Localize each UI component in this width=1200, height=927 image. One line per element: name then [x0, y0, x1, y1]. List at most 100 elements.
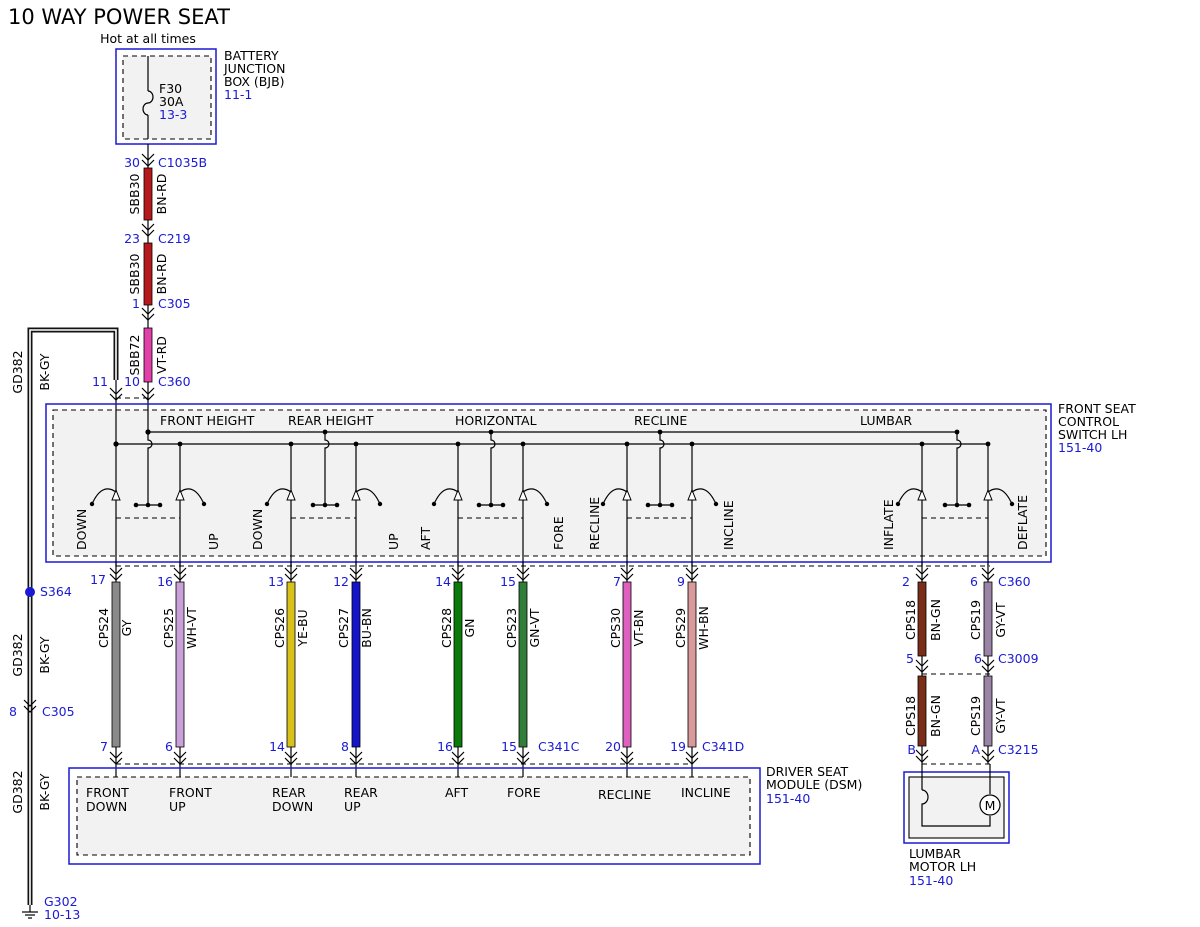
diagram-title: 10 WAY POWER SEAT [8, 5, 230, 29]
connector-chevron [685, 573, 699, 581]
splice-label: S364 [40, 584, 72, 599]
lumbar-connector-bottom: C3215 [998, 742, 1039, 757]
switch-pivot-icon [286, 488, 296, 501]
ground-inline-pin: 8 [9, 704, 17, 719]
wire-cps24 [109, 562, 123, 778]
switch-arm [179, 488, 205, 505]
wire-body-wh-vt [175, 581, 185, 748]
section-power-hop [147, 432, 153, 505]
lumbar-1-circuit-b: CPS18 [903, 696, 918, 736]
connector-chevron [284, 573, 298, 581]
dsm-input-aft: AFT [445, 785, 469, 800]
wire-5-color: GN [462, 618, 477, 637]
ground-circuit-2: GD382 [10, 633, 25, 676]
switch-section-1 [89, 429, 207, 566]
lumbar-wire-cps19 [981, 562, 995, 764]
switch-arm [522, 488, 548, 505]
fixed-contact [488, 502, 494, 508]
lumbar-2-color-b: GY-VT [993, 698, 1008, 734]
connector-chevron [516, 567, 530, 575]
wire-5-pin-top: 14 [435, 574, 451, 589]
connector-chevron [109, 751, 123, 759]
wire-body-wh-bn [687, 581, 697, 748]
wire-6-connector-bottom: C341C [538, 739, 580, 754]
wire-cps23 [516, 562, 530, 778]
switch-name-1: FRONT SEAT [1058, 401, 1136, 416]
lumbar-1-pin-mid: 5 [906, 651, 914, 666]
wire-5-circuit: CPS28 [439, 608, 454, 648]
switch-ref: 151-40 [1058, 440, 1102, 455]
wire-3-pin-top: 13 [268, 574, 284, 589]
connector-chevron-c1035b-b [141, 159, 155, 167]
switch-fill [53, 410, 1046, 556]
feed-color-1: BN-RD [154, 174, 169, 215]
switch-section-2 [264, 429, 383, 566]
fixed-contact [645, 502, 651, 508]
connector-chevron [516, 757, 530, 765]
dsm-input-rear-up-1: REAR [344, 785, 378, 800]
lumbar-1-color-b: BN-GN [928, 695, 943, 737]
switch-contact [377, 501, 383, 507]
wire-cps30 [620, 562, 634, 778]
connector-chevron [620, 751, 634, 759]
wire-7-color: VT-BN [631, 609, 646, 646]
switch-pivot-icon [687, 488, 697, 501]
connector-chevron [516, 751, 530, 759]
switch-contact [895, 501, 901, 507]
pos-rear-up: UP [386, 533, 401, 550]
connector-chevron [349, 757, 363, 765]
wire-body-gy [111, 581, 121, 748]
wire-sbb30-segment-2 [143, 242, 153, 306]
bjb-inner-border [122, 55, 212, 140]
switch-contact [431, 501, 437, 507]
pos-deflate: DEFLATE [1015, 495, 1030, 550]
lumbar-motor-name-1: LUMBAR [909, 846, 961, 861]
connector-chevron-c360-power-b [141, 393, 155, 401]
pos-aft: AFT [418, 526, 433, 550]
connector-chevron [109, 573, 123, 581]
switch-outline [45, 403, 1052, 563]
motor-icon [979, 794, 1001, 816]
connector-chevron [685, 757, 699, 765]
ground-bus-node [113, 441, 119, 447]
switch-contacts [89, 429, 1015, 566]
section-power-hop [659, 432, 665, 505]
ground-inline-connector: C305 [42, 704, 75, 719]
switch-contact [201, 501, 207, 507]
connector-chevron [981, 665, 995, 673]
feed-pin-2: 23 [124, 231, 140, 246]
motor-symbol: M [985, 798, 996, 813]
connector-chevron-c360-ground-b [109, 393, 123, 401]
switch-section-4 [600, 429, 719, 566]
dsm-name-1: DRIVER SEAT [766, 764, 849, 779]
dsm-input-front-down-1: FRONT [86, 785, 129, 800]
switch-contact [264, 501, 270, 507]
wire-2-circuit: CPS25 [161, 608, 176, 648]
power-bus-node [954, 429, 960, 435]
switch-arm [897, 488, 923, 505]
ground-bus-node [689, 441, 695, 447]
switch-pivot-icon [518, 488, 528, 501]
connector-chevron [685, 751, 699, 759]
dsm-input-rear-down-2: DOWN [272, 799, 313, 814]
wire-8-pin-top: 9 [677, 574, 685, 589]
pos-front-down: DOWN [74, 509, 89, 550]
feed-pin-3: 1 [132, 296, 140, 311]
pos-fore: FORE [551, 516, 566, 550]
wire-3-pin-bottom: 14 [269, 739, 285, 754]
ground-bus-node [624, 441, 630, 447]
switch-pivot-icon [175, 488, 185, 501]
group-recline: RECLINE [634, 413, 687, 428]
lumbar-motor-outline [903, 771, 1010, 844]
dsm-input-incline: INCLINE [681, 785, 731, 800]
connector-chevron [451, 751, 465, 759]
dsm-input-rear-up-2: UP [344, 799, 361, 814]
connector-chevron [516, 573, 530, 581]
fixed-contact [942, 502, 948, 508]
switch-pivot-icon [453, 488, 463, 501]
fixed-contact [310, 502, 316, 508]
wire-2-pin-top: 16 [157, 574, 173, 589]
switch-arm [91, 488, 117, 505]
wire-body-ye-bu [286, 581, 296, 748]
wire-body-vt-bn [622, 581, 632, 748]
